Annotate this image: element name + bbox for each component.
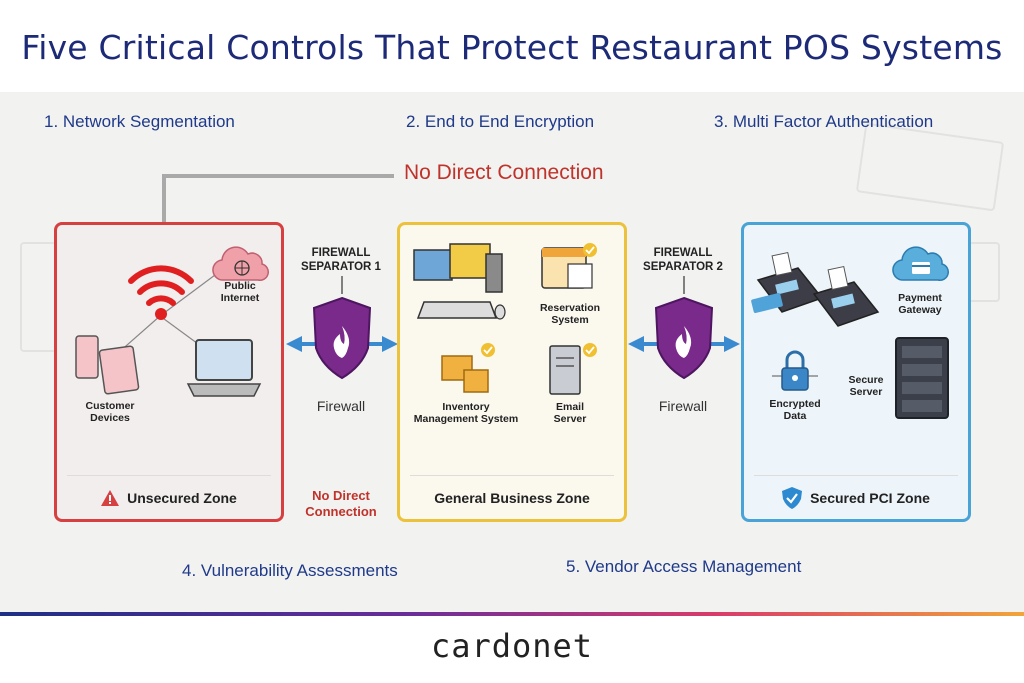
- inventory-line1: Inventory: [442, 401, 490, 413]
- card-terminal-icon: [751, 251, 880, 327]
- laptop-icon: [186, 339, 262, 397]
- payment-gateway-cloud-icon: [892, 246, 949, 281]
- encrypted-data-label: Encrypted Data: [762, 398, 828, 422]
- wifi-icon: [128, 265, 194, 320]
- firewall-separator-2-title: FIREWALL SEPARATOR 2: [633, 246, 733, 274]
- brand-logo: cardonet: [430, 627, 594, 665]
- public-internet-label: Public Internet: [212, 280, 268, 304]
- email-server-label: Email Server: [540, 401, 600, 425]
- email-line2: Server: [553, 413, 587, 425]
- reservation-calendar-icon: [541, 243, 597, 289]
- no-direct-connection-label-2: No Direct Connection: [296, 488, 386, 520]
- firewall-1-caption: Firewall: [316, 398, 366, 414]
- firewall-1-title-line1: FIREWALL: [311, 247, 371, 259]
- email-server-icon: [549, 343, 597, 395]
- customer-devices-line2: Devices: [90, 412, 130, 424]
- control-vulnerability-assessments: 4. Vulnerability Assessments: [182, 561, 398, 580]
- inventory-boxes-icon: [441, 343, 495, 393]
- encrypted-data-line2: Data: [783, 410, 807, 422]
- server-rack-icon: [895, 337, 949, 419]
- shield-check-icon: [782, 486, 803, 509]
- firewall-1-title-line2: SEPARATOR 1: [301, 261, 381, 273]
- firewall-2-title-line1: FIREWALL: [653, 247, 713, 259]
- payment-gateway-line1: Payment: [898, 292, 942, 304]
- workstation-icon: [413, 243, 506, 320]
- control-end-to-end-encryption: 2. End to End Encryption: [406, 112, 595, 131]
- pci-zone-name: Secured PCI Zone: [810, 489, 930, 506]
- no-direct-line1: No Direct: [312, 488, 370, 503]
- email-line1: Email: [555, 401, 584, 413]
- firewall-2-caption: Firewall: [658, 398, 708, 414]
- firewall-separator-1-title: FIREWALL SEPARATOR 1: [291, 246, 391, 274]
- control-multi-factor-authentication: 3. Multi Factor Authentication: [714, 112, 934, 131]
- business-zone-footer: General Business Zone: [410, 475, 614, 519]
- secure-server-line2: Server: [849, 386, 883, 398]
- unsecured-zone-name: Unsecured Zone: [127, 489, 237, 506]
- warning-icon: [101, 489, 120, 506]
- inventory-label: Inventory Management System: [406, 401, 526, 425]
- control-vendor-access-management: 5. Vendor Access Management: [566, 557, 802, 576]
- customer-devices-label: Customer Devices: [70, 400, 150, 424]
- reservation-line1: Reservation: [539, 302, 601, 314]
- firewall-2-title-line2: SEPARATOR 2: [643, 261, 723, 273]
- public-internet-line2: Internet: [220, 292, 260, 304]
- no-direct-line2: Connection: [305, 504, 377, 519]
- public-internet-line1: Public: [224, 280, 256, 292]
- customer-devices-icon: [75, 335, 140, 395]
- customer-devices-line1: Customer: [85, 400, 135, 412]
- firewall-shield-icon: [628, 276, 740, 380]
- control-network-segmentation: 1. Network Segmentation: [44, 112, 235, 131]
- connector-line: [162, 174, 394, 178]
- cloud-globe-icon: [212, 246, 269, 281]
- no-direct-connection-label: No Direct Connection: [404, 161, 604, 184]
- encrypted-data-line1: Encrypted: [769, 398, 821, 410]
- page-title: Five Critical Controls That Protect Rest…: [21, 28, 1003, 67]
- payment-gateway-line2: Gateway: [898, 304, 942, 316]
- inventory-line2: Management System: [413, 413, 519, 425]
- reservation-line2: System: [551, 314, 589, 326]
- padlock-icon: [772, 350, 818, 391]
- firewall-shield-icon: [286, 276, 398, 380]
- unsecured-zone-footer: Unsecured Zone: [67, 475, 271, 519]
- secure-server-label: Secure Server: [838, 374, 894, 398]
- connector-line: [162, 174, 166, 222]
- payment-gateway-label: Payment Gateway: [888, 292, 952, 316]
- secure-server-line1: Secure: [848, 374, 884, 386]
- brand-gradient-bar: [0, 612, 1024, 616]
- business-zone-name: General Business Zone: [434, 489, 590, 506]
- reservation-system-label: Reservation System: [532, 302, 608, 326]
- background-sketch: [855, 122, 1005, 212]
- pci-zone-footer: Secured PCI Zone: [754, 475, 958, 519]
